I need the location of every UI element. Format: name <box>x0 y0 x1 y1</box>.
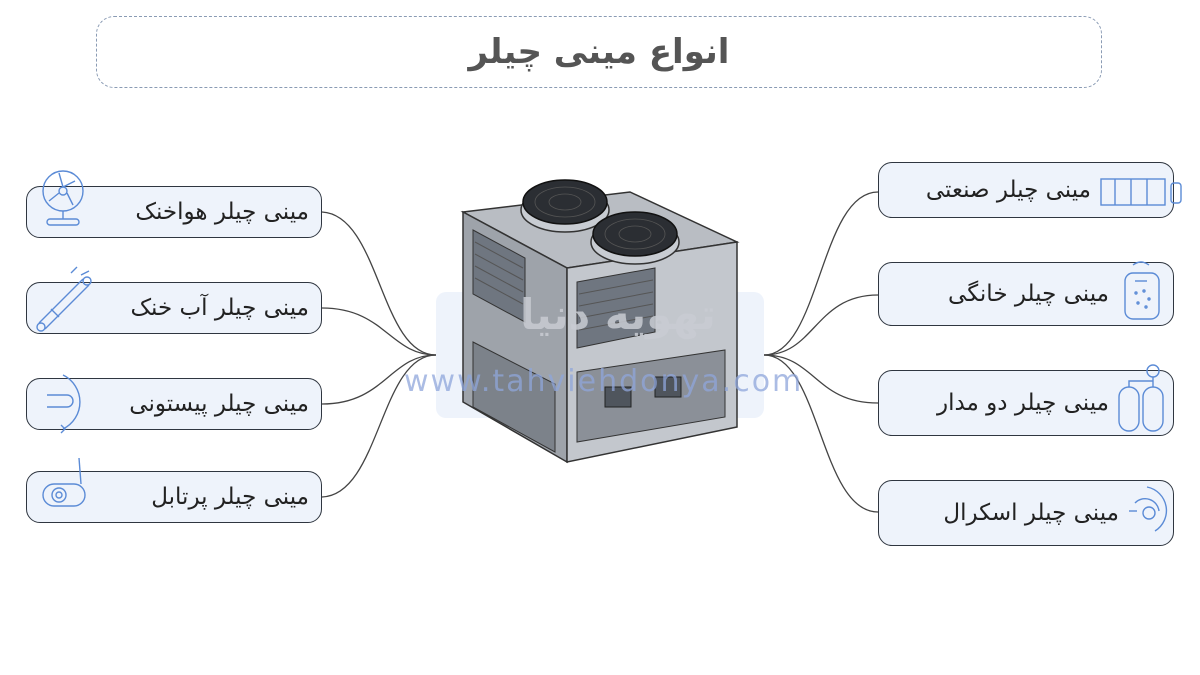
title-box: انواع مینی چیلر <box>96 16 1102 88</box>
connector-right-4 <box>763 354 879 513</box>
item-label: مینی چیلر دو مدار <box>936 390 1109 416</box>
page-title: انواع مینی چیلر <box>468 32 730 72</box>
item-label: مینی چیلر خانگی <box>948 281 1109 307</box>
item-label: مینی چیلر هواخنک <box>135 199 309 225</box>
connector-left-4 <box>321 354 437 498</box>
item-water-cooled[interactable]: مینی چیلر آب خنک <box>26 266 322 334</box>
portable-unit-icon <box>42 457 86 507</box>
home-unit-icon <box>1124 261 1160 320</box>
connector-right-1 <box>763 191 879 356</box>
item-piston[interactable]: مینی چیلر پیستونی <box>26 374 322 434</box>
item-air-cooled[interactable]: مینی چیلر هواخنک <box>26 170 322 238</box>
connector-right-2 <box>763 294 879 356</box>
piston-icon <box>47 374 81 434</box>
connector-left-1 <box>321 211 437 356</box>
watermark-persian: تهویه دنیا <box>520 290 716 339</box>
connector-left-3 <box>321 354 437 405</box>
item-dual-circuit[interactable]: مینی چیلر دو مدار <box>878 364 1174 436</box>
item-label: مینی چیلر آب خنک <box>130 295 309 321</box>
connector-right-3 <box>763 354 879 404</box>
dual-circuit-icon <box>1118 364 1164 432</box>
water-pipe-icon <box>36 266 92 332</box>
item-home[interactable]: مینی چیلر خانگی <box>878 261 1174 326</box>
fan-icon <box>42 170 84 226</box>
item-portable[interactable]: مینی چیلر پرتابل <box>26 457 322 523</box>
mini-chiller-illustration <box>460 179 740 464</box>
item-label: مینی چیلر اسکرال <box>943 500 1119 526</box>
watermark-url: www.tahviehdonya.com <box>404 364 804 399</box>
item-scroll[interactable]: مینی چیلر اسکرال <box>878 480 1174 546</box>
connector-left-2 <box>321 307 437 356</box>
item-label: مینی چیلر صنعتی <box>925 177 1091 203</box>
item-label: مینی چیلر پرتابل <box>151 484 309 510</box>
item-label: مینی چیلر پیستونی <box>129 391 309 417</box>
industrial-unit-icon <box>1100 178 1182 206</box>
item-industrial[interactable]: مینی چیلر صنعتی <box>878 162 1182 218</box>
scroll-compressor-icon <box>1129 486 1168 532</box>
